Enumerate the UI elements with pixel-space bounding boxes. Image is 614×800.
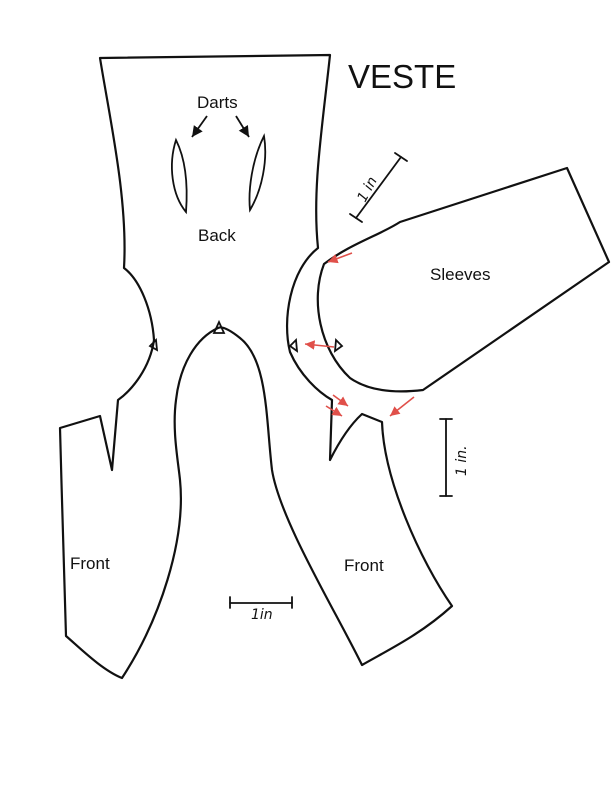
back-label: Back <box>198 226 236 245</box>
sleeve-notch <box>333 338 344 353</box>
notch-center <box>212 319 226 334</box>
scale-label-vertical: 1 in. <box>454 445 470 476</box>
pattern-title: VESTE <box>348 58 456 95</box>
alignment-arrow-2 <box>304 340 335 350</box>
vest-body-outline <box>58 53 454 680</box>
alignment-arrow-5 <box>325 405 343 417</box>
alignment-arrow-4 <box>389 396 415 417</box>
scale-bar-vertical: 1 in. <box>439 418 470 497</box>
back-dart-left <box>171 137 188 215</box>
sleeves-label: Sleeves <box>430 265 490 284</box>
darts-arrow-right <box>235 115 250 138</box>
back-dart-right <box>248 133 267 213</box>
scale-bar-diagonal: 1 in <box>349 152 408 223</box>
darts-arrow-left <box>191 115 208 138</box>
alignment-arrow-1 <box>327 252 353 264</box>
notch-left <box>148 338 159 352</box>
front-left-label: Front <box>70 554 110 573</box>
front-right-label: Front <box>344 556 384 575</box>
notch-right <box>288 338 299 353</box>
darts-label: Darts <box>197 93 238 112</box>
alignment-arrow-3 <box>332 394 349 407</box>
scale-bar-horizontal: 1in <box>229 596 293 623</box>
sleeve-outline <box>316 166 611 393</box>
scale-label-horizontal: 1in <box>251 607 273 623</box>
